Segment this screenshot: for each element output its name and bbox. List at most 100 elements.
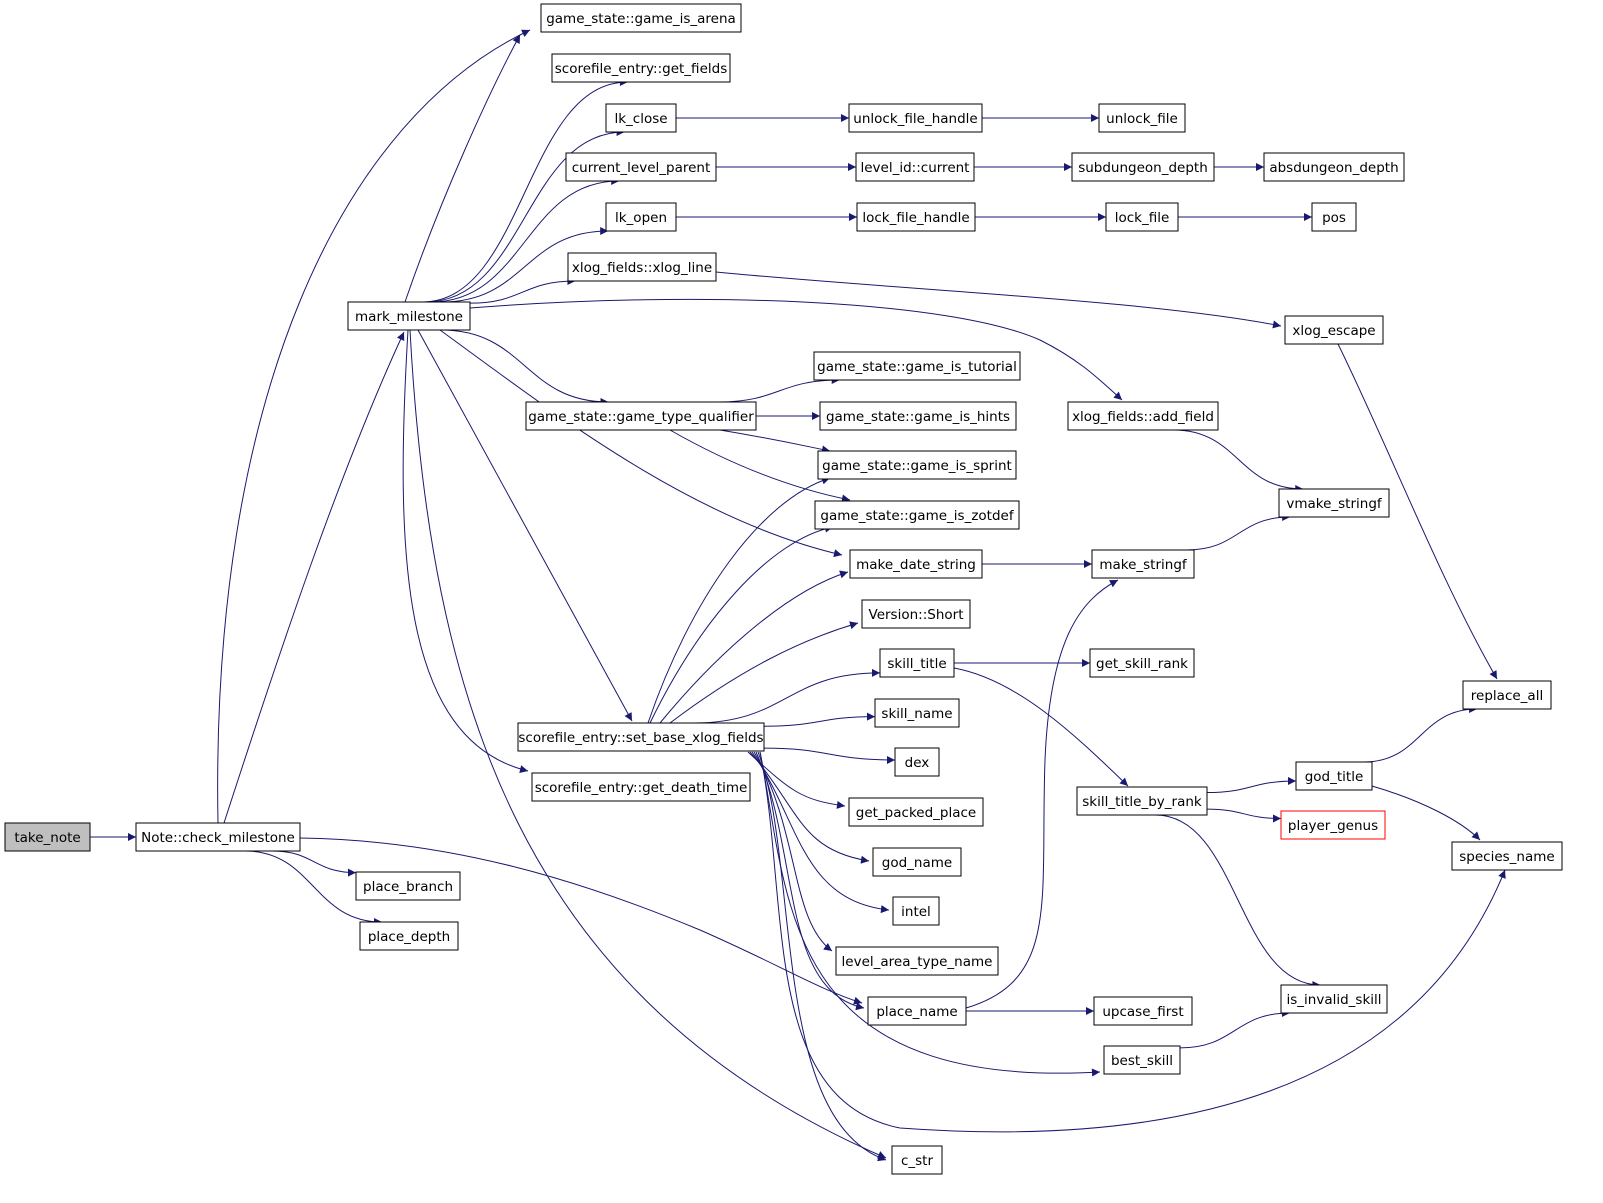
edge-set_base_xlog_fields-to-god_name bbox=[749, 751, 870, 864]
node-box bbox=[856, 202, 976, 232]
node-box bbox=[861, 599, 971, 629]
node-get_death_time[interactable]: scorefile_entry::get_death_time bbox=[531, 772, 751, 802]
node-current_level_parent[interactable]: current_level_parent bbox=[565, 152, 717, 182]
node-lock_file[interactable]: lock_file bbox=[1105, 202, 1179, 232]
node-box bbox=[1103, 1045, 1181, 1075]
node-take_note[interactable]: take_note bbox=[4, 822, 91, 852]
node-subdungeon_depth[interactable]: subdungeon_depth bbox=[1071, 152, 1215, 182]
node-box bbox=[567, 252, 717, 282]
node-game_is_arena[interactable]: game_state::game_is_arena bbox=[540, 3, 742, 33]
node-c_str[interactable]: c_str bbox=[891, 1145, 943, 1175]
node-game_is_hints[interactable]: game_state::game_is_hints bbox=[819, 401, 1017, 431]
node-label: take_note bbox=[14, 830, 80, 846]
node-absdungeon_depth[interactable]: absdungeon_depth bbox=[1263, 152, 1405, 182]
node-label: game_state::game_is_arena bbox=[546, 11, 736, 27]
node-get_skill_rank[interactable]: get_skill_rank bbox=[1089, 648, 1195, 678]
node-lk_open[interactable]: lk_open bbox=[605, 202, 677, 232]
node-label: intel bbox=[901, 904, 931, 920]
node-label: make_date_string bbox=[856, 557, 976, 573]
edge-check_milestone-to-mark_milestone bbox=[223, 331, 405, 824]
node-label: skill_title_by_rank bbox=[1082, 794, 1202, 810]
node-box bbox=[1311, 202, 1357, 232]
node-version_short[interactable]: Version::Short bbox=[861, 599, 971, 629]
node-skill_name[interactable]: skill_name bbox=[874, 698, 960, 728]
node-make_stringf[interactable]: make_stringf bbox=[1091, 549, 1195, 579]
node-get_fields[interactable]: scorefile_entry::get_fields bbox=[551, 53, 731, 83]
node-box bbox=[135, 822, 301, 852]
node-box bbox=[347, 301, 471, 331]
edge-skill_title_by_rank-to-is_invalid_skill bbox=[1155, 814, 1321, 989]
node-label: skill_name bbox=[881, 706, 952, 722]
node-box bbox=[1280, 810, 1386, 840]
node-player_genus[interactable]: player_genus bbox=[1280, 810, 1386, 840]
node-unlock_file_handle[interactable]: unlock_file_handle bbox=[848, 103, 983, 133]
node-level_area_type_name[interactable]: level_area_type_name bbox=[835, 946, 999, 976]
node-place_branch[interactable]: place_branch bbox=[355, 871, 461, 901]
node-mark_milestone[interactable]: mark_milestone bbox=[347, 301, 471, 331]
edge-mark_milestone-to-xlog_line bbox=[469, 277, 576, 304]
node-label: best_skill bbox=[1111, 1053, 1173, 1069]
node-lock_file_handle[interactable]: lock_file_handle bbox=[856, 202, 976, 232]
node-game_is_tutorial[interactable]: game_state::game_is_tutorial bbox=[813, 351, 1021, 381]
node-place_name[interactable]: place_name bbox=[867, 996, 967, 1026]
node-vmake_stringf[interactable]: vmake_stringf bbox=[1278, 488, 1390, 518]
node-place_depth[interactable]: place_depth bbox=[359, 921, 459, 951]
node-box bbox=[1091, 549, 1195, 579]
node-god_name[interactable]: god_name bbox=[872, 847, 962, 877]
node-box bbox=[1067, 401, 1219, 431]
edge-check_milestone-to-place_name bbox=[299, 837, 863, 1005]
edge-god_title-to-species_name bbox=[1371, 785, 1481, 841]
node-god_title[interactable]: god_title bbox=[1295, 761, 1373, 791]
node-xlog_line[interactable]: xlog_fields::xlog_line bbox=[567, 252, 717, 282]
node-dex[interactable]: dex bbox=[894, 747, 940, 777]
node-label: place_branch bbox=[363, 879, 453, 895]
node-label: skill_title bbox=[887, 656, 946, 672]
node-box bbox=[1076, 786, 1208, 816]
node-box bbox=[1451, 841, 1563, 871]
node-skill_title[interactable]: skill_title bbox=[879, 648, 955, 678]
node-box bbox=[848, 797, 984, 827]
edge-skill_title-to-skill_title_by_rank bbox=[953, 667, 1129, 787]
edge-set_base_xlog_fields-to-skill_title bbox=[693, 668, 881, 724]
node-best_skill[interactable]: best_skill bbox=[1103, 1045, 1181, 1075]
edge-set_base_xlog_fields-to-game_is_zotdef bbox=[649, 524, 834, 724]
node-label: xlog_fields::xlog_line bbox=[572, 260, 712, 276]
node-game_is_zotdef[interactable]: game_state::game_is_zotdef bbox=[814, 500, 1020, 530]
node-box bbox=[817, 450, 1017, 480]
edge-make_stringf-to-vmake_stringf bbox=[1186, 513, 1291, 551]
node-pos[interactable]: pos bbox=[1311, 202, 1357, 232]
node-label: get_skill_rank bbox=[1096, 656, 1188, 672]
edge-check_milestone-to-game_is_arena bbox=[217, 29, 531, 824]
node-label: is_invalid_skill bbox=[1286, 992, 1381, 1008]
edge-mark_milestone-to-game_type_qualifier bbox=[441, 329, 609, 406]
node-get_packed_place[interactable]: get_packed_place bbox=[848, 797, 984, 827]
node-box bbox=[605, 103, 677, 133]
edge-mark_milestone-to-lk_open bbox=[441, 227, 609, 303]
node-intel[interactable]: intel bbox=[892, 896, 940, 926]
node-lk_close[interactable]: lk_close bbox=[605, 103, 677, 133]
node-box bbox=[531, 772, 751, 802]
node-skill_title_by_rank[interactable]: skill_title_by_rank bbox=[1076, 786, 1208, 816]
node-xlog_escape[interactable]: xlog_escape bbox=[1284, 315, 1384, 345]
node-is_invalid_skill[interactable]: is_invalid_skill bbox=[1280, 984, 1388, 1014]
node-game_type_qualifier[interactable]: game_state::game_type_qualifier bbox=[525, 401, 757, 431]
node-label: player_genus bbox=[1288, 818, 1378, 834]
node-box bbox=[867, 996, 967, 1026]
node-label: c_str bbox=[901, 1153, 933, 1169]
node-game_is_sprint[interactable]: game_state::game_is_sprint bbox=[817, 450, 1017, 480]
node-replace_all[interactable]: replace_all bbox=[1462, 680, 1552, 710]
node-set_base_xlog_fields[interactable]: scorefile_entry::set_base_xlog_fields bbox=[517, 722, 765, 752]
node-box bbox=[1284, 315, 1384, 345]
edge-place_name-to-make_stringf bbox=[965, 579, 1119, 1009]
node-box bbox=[835, 946, 999, 976]
node-make_date_string[interactable]: make_date_string bbox=[849, 549, 983, 579]
node-xlog_add_field[interactable]: xlog_fields::add_field bbox=[1067, 401, 1219, 431]
node-box bbox=[1278, 488, 1390, 518]
node-upcase_first[interactable]: upcase_first bbox=[1093, 996, 1193, 1026]
node-label: place_depth bbox=[368, 929, 450, 945]
node-level_id_current[interactable]: level_id::current bbox=[855, 152, 975, 182]
node-species_name[interactable]: species_name bbox=[1451, 841, 1563, 871]
node-check_milestone[interactable]: Note::check_milestone bbox=[135, 822, 301, 852]
node-unlock_file[interactable]: unlock_file bbox=[1098, 103, 1186, 133]
node-label: game_state::game_is_zotdef bbox=[820, 508, 1014, 524]
